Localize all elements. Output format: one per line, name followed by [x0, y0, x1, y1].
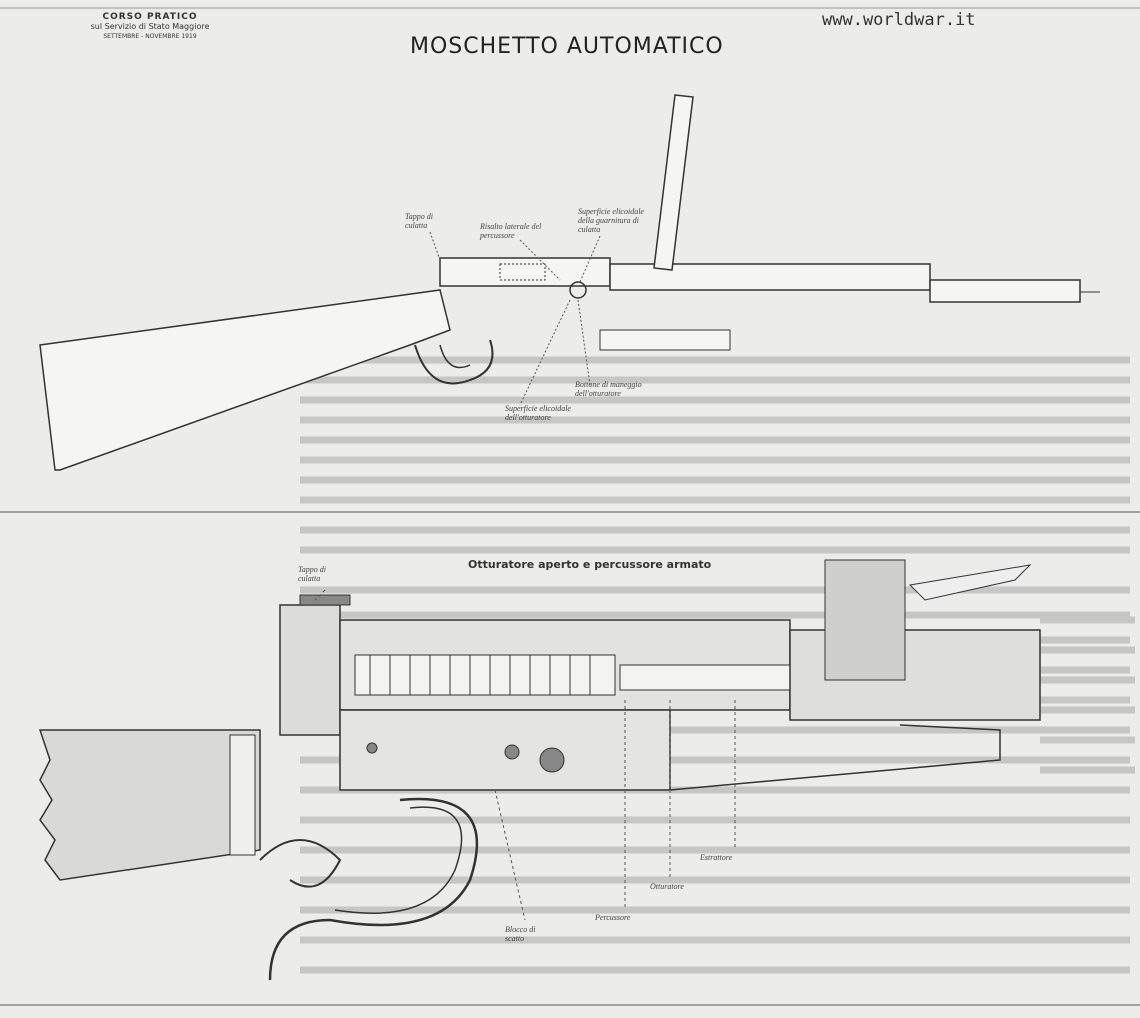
header-line-3: SETTEMBRE - NOVEMBRE 1919 [103, 33, 197, 40]
label-blocco: Blocco di scatto [505, 925, 536, 943]
magazine-section [824, 559, 906, 681]
receiver [439, 257, 611, 287]
breech-plug [279, 604, 341, 736]
label-risalto: Risalto laterale del percussore [480, 222, 542, 240]
firing-pin-spring [354, 654, 616, 696]
trigger-guard [414, 339, 494, 385]
label-percussore: Percussore [595, 913, 631, 922]
section-view [38, 559, 1041, 981]
stock-section [38, 729, 261, 881]
watermark: www.worldwar.it [822, 10, 976, 30]
header-line-2: sul Servizio di Stato Maggiore [90, 22, 210, 31]
label-tappo-top: Tappo di culatta [405, 212, 433, 230]
label-bottone: Bottone di maneggio dell'otturatore [575, 380, 642, 398]
label-tappo-section: Tappo di culatta [298, 565, 326, 583]
label-otturatore: Otturatore [650, 882, 684, 891]
section-title: Otturatore aperto e percussore armato [468, 558, 712, 571]
bolt-handle [569, 281, 587, 299]
course-header: CORSO PRATICO sul Servizio di Stato Magg… [60, 12, 240, 42]
label-superficie-otturatore: Superficie elicoidale dell'otturatore [505, 404, 571, 422]
label-superficie-culatta: Superficie elicoidale della guarnitura d… [578, 207, 644, 234]
page-title: MOSCHETTO AUTOMATICO [410, 34, 724, 59]
trigger-guard-section [268, 797, 479, 981]
magazine [653, 94, 694, 271]
label-estrattore: Estrattore [700, 853, 733, 862]
header-line-1: CORSO PRATICO [102, 12, 198, 22]
rifle-stock [39, 289, 451, 471]
